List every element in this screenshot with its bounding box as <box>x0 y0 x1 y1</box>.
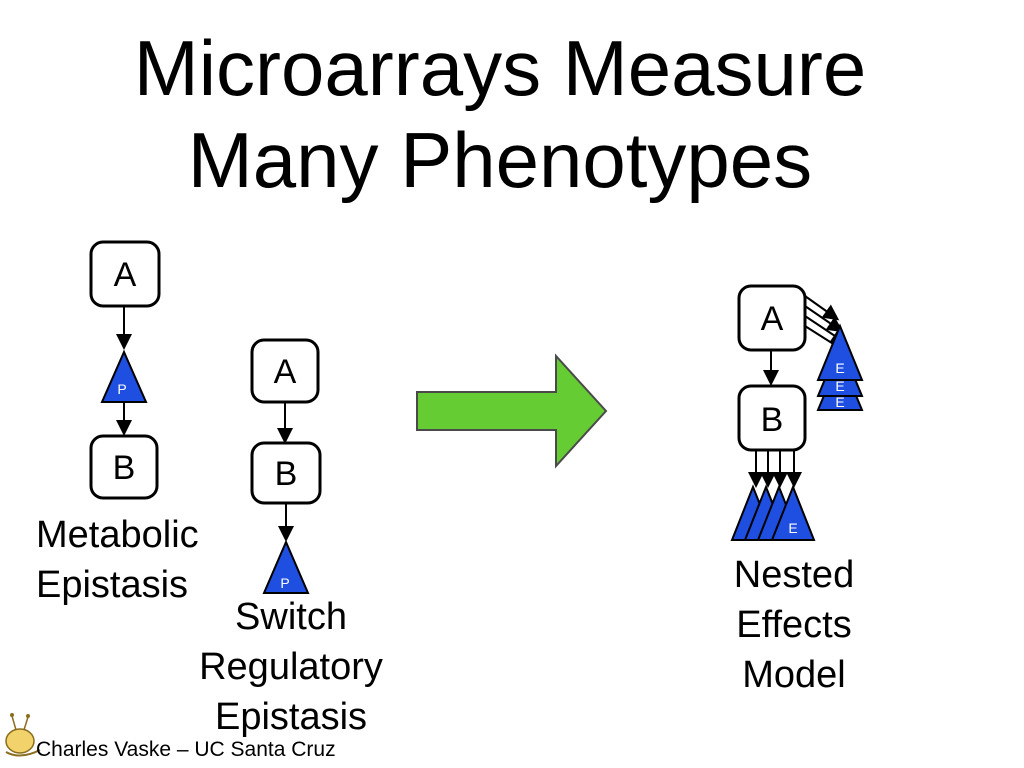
right-effect-bottom-4: E <box>770 484 816 541</box>
right-effect-top-1-label: E <box>835 360 844 376</box>
middle-caption-line-2: Regulatory <box>199 646 383 688</box>
footer-credit: Charles Vaske – UC Santa Cruz <box>36 738 336 761</box>
right-caption-line-1: Nested <box>733 554 855 596</box>
slide-title: Microarrays Measure Many Phenotypes <box>0 22 1000 206</box>
middle-caption: Switch Regulatory Epistasis <box>186 592 396 742</box>
title-line-1: Microarrays Measure <box>133 24 867 112</box>
middle-box-a: A <box>250 338 320 404</box>
middle-caption-line-1: Switch <box>235 596 347 638</box>
left-triangle-p-label: P <box>117 381 126 397</box>
right-effect-top-3-label: E <box>835 394 844 410</box>
right-effect-top-2-label: E <box>835 378 844 394</box>
left-box-b-label: B <box>113 449 136 487</box>
left-box-a: A <box>89 240 161 308</box>
middle-caption-line-3: Epistasis <box>214 696 368 738</box>
right-caption: Nested Effects Model <box>712 550 876 700</box>
middle-triangle-p: P <box>262 539 310 594</box>
right-box-a-label: A <box>761 300 784 338</box>
left-caption: Metabolic Epistasis <box>36 510 199 610</box>
middle-box-a-label: A <box>274 353 297 391</box>
middle-box-b-label: B <box>275 455 298 493</box>
right-box-b: B <box>737 384 807 452</box>
right-caption-line-2: Effects <box>736 604 852 646</box>
right-arrow-a-to-e2 <box>804 305 844 333</box>
middle-triangle-p-label: P <box>280 575 289 591</box>
title-line-2: Many Phenotypes <box>187 116 813 204</box>
right-caption-line-3: Model <box>742 654 846 696</box>
right-box-a: A <box>737 284 807 352</box>
right-effect-top-1: E <box>816 323 864 381</box>
big-right-arrow <box>416 353 608 469</box>
right-arrow-a-to-e1 <box>804 295 840 321</box>
left-caption-line-1: Metabolic <box>36 514 199 556</box>
left-box-a-label: A <box>114 256 137 294</box>
middle-box-b: B <box>250 441 322 505</box>
right-box-b-label: B <box>761 401 784 439</box>
left-box-b: B <box>89 434 159 500</box>
right-effect-bottom-4-label: E <box>788 520 797 536</box>
left-caption-line-2: Epistasis <box>36 564 189 606</box>
slug-logo-icon <box>5 713 41 757</box>
left-triangle-p: P <box>100 349 148 403</box>
